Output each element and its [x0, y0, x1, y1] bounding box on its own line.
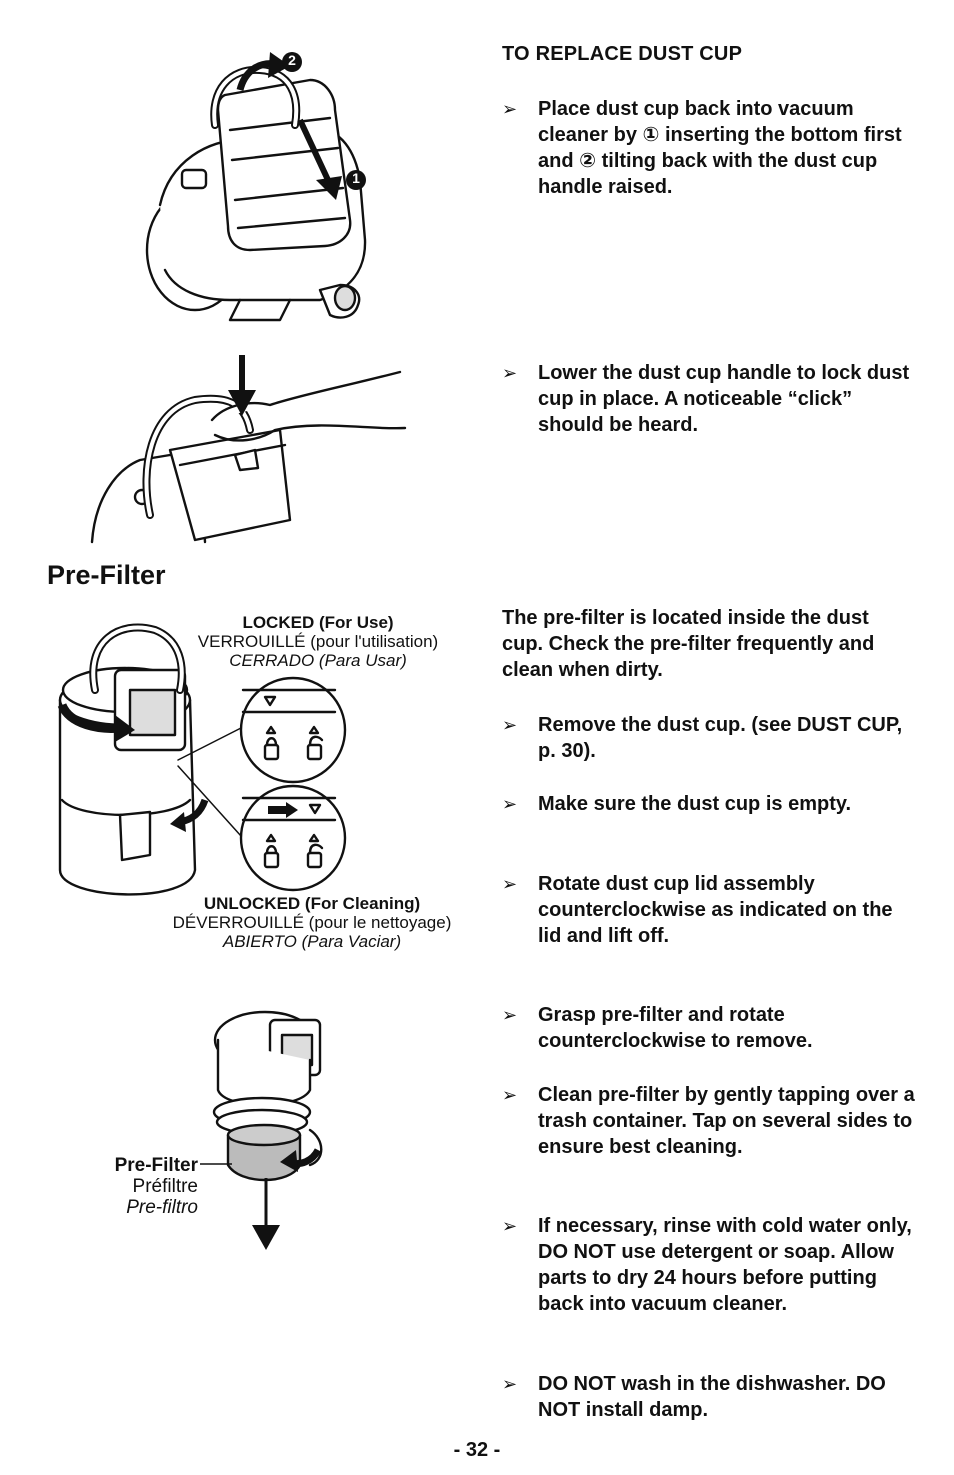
bullet-marker: ➢ — [502, 715, 518, 735]
pf-bullet-rinse: ➢ If necessary, rinse with cold water on… — [502, 1213, 918, 1317]
bullet-text: DO NOT wash in the dishwasher. DO NOT in… — [538, 1373, 886, 1421]
bullet-marker: ➢ — [502, 1374, 518, 1394]
bullet-marker: ➢ — [502, 1216, 518, 1236]
pf-bullet-dishwasher: ➢ DO NOT wash in the dishwasher. DO NOT … — [502, 1371, 918, 1423]
bullet-marker: ➢ — [502, 99, 518, 119]
unlocked-en: UNLOCKED (For Cleaning) — [203, 894, 421, 913]
part-label-es: Pre-filtro — [126, 1197, 198, 1218]
bullet-text: Place dust cup back into vacuum cleaner … — [538, 98, 902, 198]
page-number: - 32 - — [453, 1439, 501, 1461]
pf-bullet-remove-cup: ➢ Remove the dust cup. (see DUST CUP, p.… — [502, 712, 918, 764]
bullet-text: Clean pre-filter by gently tapping over … — [538, 1084, 915, 1158]
replace-bullet-lower: ➢ Lower the dust cup handle to lock dust… — [502, 360, 918, 438]
bullet-text: Grasp pre-filter and rotate counterclock… — [538, 1004, 813, 1052]
pf-bullet-grasp: ➢ Grasp pre-filter and rotate counterclo… — [502, 1002, 918, 1054]
replace-dust-cup-title: TO REPLACE DUST CUP — [502, 43, 743, 65]
bullet-marker: ➢ — [502, 874, 518, 894]
bullet-marker: ➢ — [502, 794, 518, 814]
bullet-text: Lower the dust cup handle to lock dust c… — [538, 362, 910, 436]
bullet-marker: ➢ — [502, 1085, 518, 1105]
bullet-text: Remove the dust cup. (see DUST CUP, p. 3… — [538, 714, 903, 762]
step-2-badge: 2 — [288, 52, 296, 68]
pf-bullet-clean: ➢ Clean pre-filter by gently tapping ove… — [502, 1082, 918, 1160]
replace-bullet-insert: ➢ Place dust cup back into vacuum cleane… — [502, 96, 918, 200]
bullet-text: If necessary, rinse with cold water only… — [538, 1215, 912, 1315]
bullet-marker: ➢ — [502, 363, 518, 383]
unlocked-fr: DÉVERROUILLÉ (pour le nettoyage) — [172, 913, 452, 932]
pre-filter-part-label: Pre-Filter Préfiltre Pre-filtro — [60, 1155, 198, 1218]
unlocked-caption: UNLOCKED (For Cleaning) DÉVERROUILLÉ (po… — [150, 894, 474, 951]
bullet-text: Rotate dust cup lid assembly countercloc… — [538, 873, 893, 947]
part-label-fr: Préfiltre — [132, 1176, 198, 1197]
part-label-en: Pre-Filter — [114, 1155, 198, 1176]
locked-es: CERRADO (Para Usar) — [229, 651, 407, 670]
pf-bullet-empty: ➢ Make sure the dust cup is empty. — [502, 791, 918, 817]
unlocked-es: ABIERTO (Para Vaciar) — [222, 932, 402, 951]
pre-filter-heading: Pre-Filter — [47, 560, 166, 590]
pf-bullet-rotate-lid: ➢ Rotate dust cup lid assembly countercl… — [502, 871, 918, 949]
locked-en: LOCKED (For Use) — [242, 613, 394, 632]
locked-caption: LOCKED (For Use) VERROUILLÉ (pour l'util… — [170, 613, 466, 670]
bullet-text: Make sure the dust cup is empty. — [538, 793, 852, 815]
locked-fr: VERROUILLÉ (pour l'utilisation) — [197, 632, 439, 651]
pre-filter-intro: The pre-filter is located inside the dus… — [502, 607, 875, 681]
step-1-badge: 1 — [352, 170, 360, 186]
bullet-marker: ➢ — [502, 1005, 518, 1025]
